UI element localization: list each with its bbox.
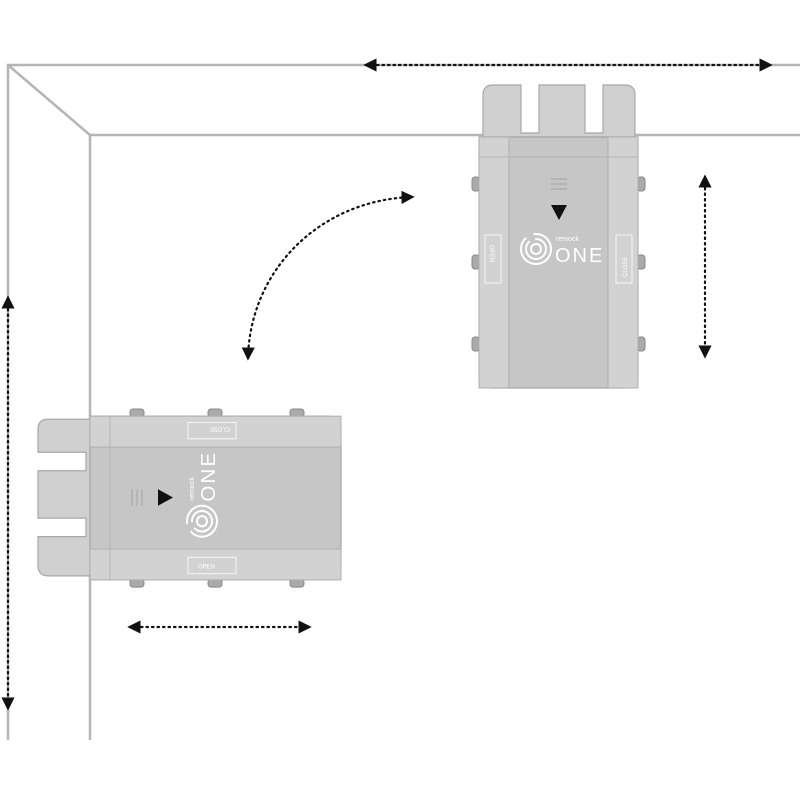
screws [471,176,646,352]
arrow-triangle-icon [551,205,567,220]
fingerprint-logo-icon [186,504,218,538]
model-name: ONE [198,451,220,502]
door-frame [6,63,800,740]
close-label: CLOSE [615,234,633,284]
bolt-prongs [482,84,636,138]
close-label: CLOSE [187,421,237,440]
lock-device: remock ONE OPEN CLOSE [471,84,646,389]
screws [129,408,305,588]
brand-name: remock [188,477,196,501]
svg-text:CLOSE: CLOSE [210,425,230,432]
svg-text:OPEN: OPEN [488,245,494,262]
open-label: OPEN [187,556,237,575]
lock-device-body: remock ONE OPEN CLOSE [37,408,342,588]
arrow-triangle-icon [158,489,173,506]
open-label: OPEN [484,234,502,284]
curved-arrow-icon [241,190,415,361]
fingerprint-logo-icon [520,233,552,265]
svg-text:OPEN: OPEN [198,564,215,571]
svg-text:CLOSE: CLOSE [623,257,629,277]
bolt-prongs [37,418,91,577]
lock-device-rotated: remock ONE OPEN CLOSE [37,408,342,588]
vent-lines-icon [131,489,143,506]
model-name: ONE [555,245,604,267]
brand-name: remock [556,236,579,243]
vent-lines-icon [551,178,567,190]
